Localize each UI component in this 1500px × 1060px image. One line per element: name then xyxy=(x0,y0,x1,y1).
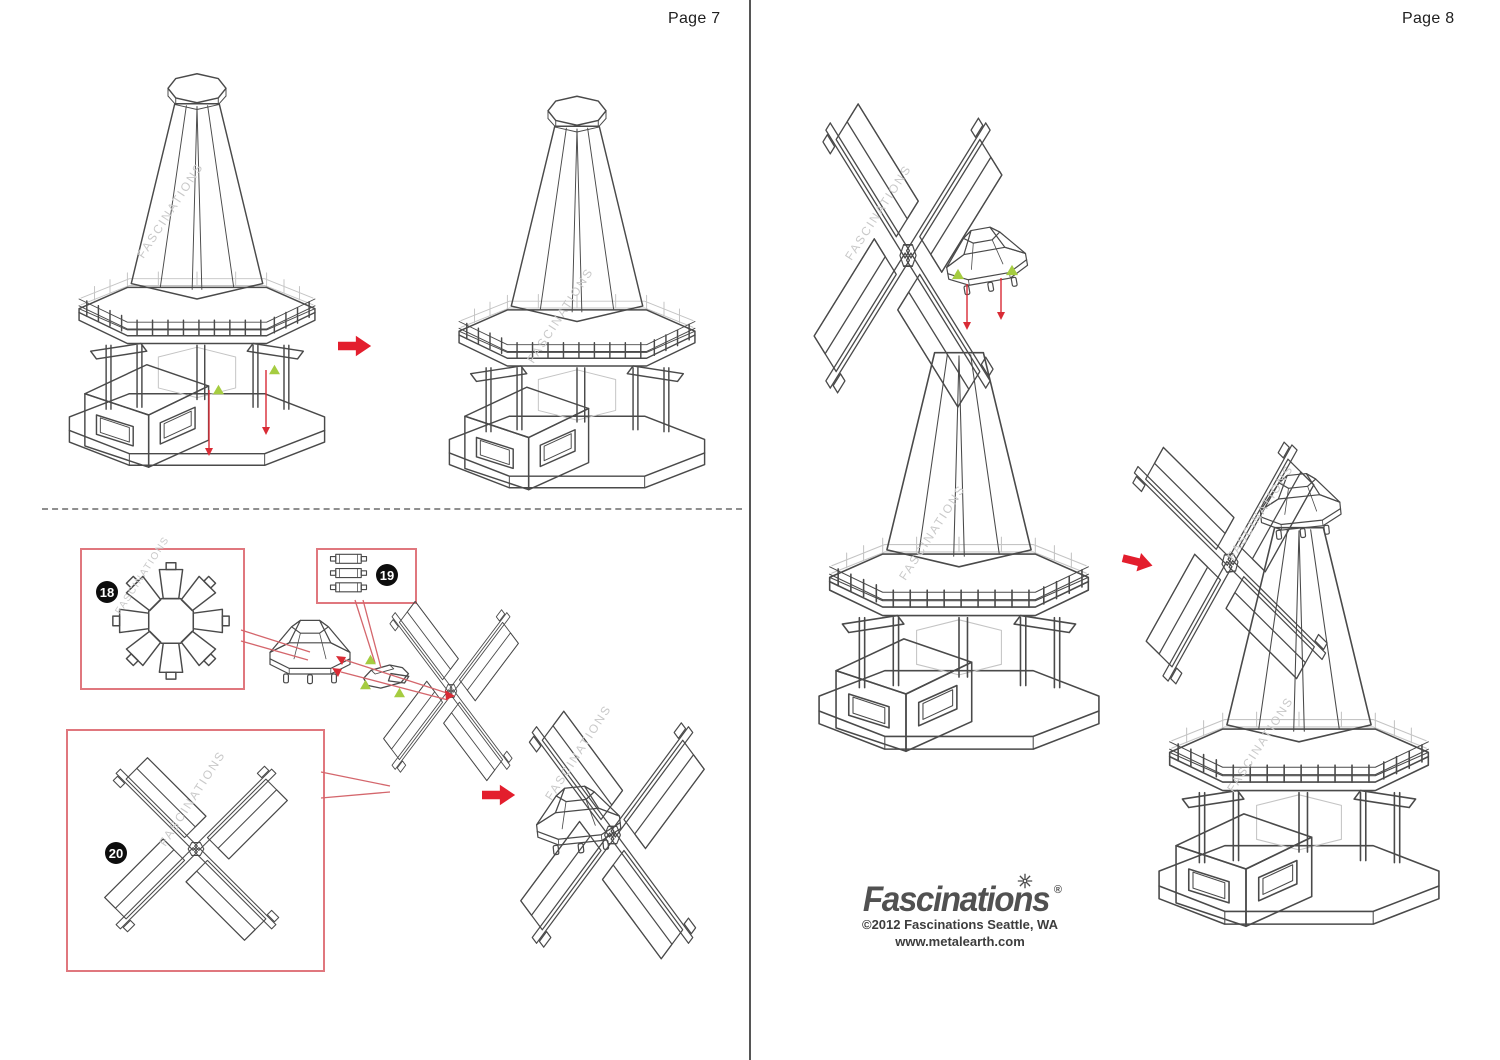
logo-registered-mark: ® xyxy=(1053,884,1063,896)
arrow-right-icon xyxy=(338,335,372,357)
step-badge-20: 20 xyxy=(105,842,127,864)
logo-flower-icon xyxy=(1017,873,1033,889)
diagram-tower-insert-exploded xyxy=(52,60,342,480)
step-badge-19: 19 xyxy=(376,564,398,586)
logo-brand-text: Fascinations xyxy=(862,880,1051,919)
page-7-label: Page 7 xyxy=(668,10,721,27)
logo-copyright: ©2012 Fascinations Seattle, WA xyxy=(862,917,1058,932)
part-cap-dome xyxy=(262,612,358,692)
logo-website: www.metalearth.com xyxy=(895,933,1025,949)
fascinations-logo: Fascinations® ©2012 Fascinations Seattle… xyxy=(843,873,1077,951)
part-cap-top-plate-18 xyxy=(108,556,234,682)
section-divider-dashed xyxy=(42,508,742,510)
callout-box-part-18 xyxy=(80,548,245,690)
diagram-tower-awaiting-cap xyxy=(800,285,1118,785)
page-8-label: Page 8 xyxy=(1402,10,1455,27)
step-badge-18: 18 xyxy=(96,581,118,603)
diagram-cap-assembled xyxy=(524,775,632,865)
page-divider-line xyxy=(749,0,751,1060)
